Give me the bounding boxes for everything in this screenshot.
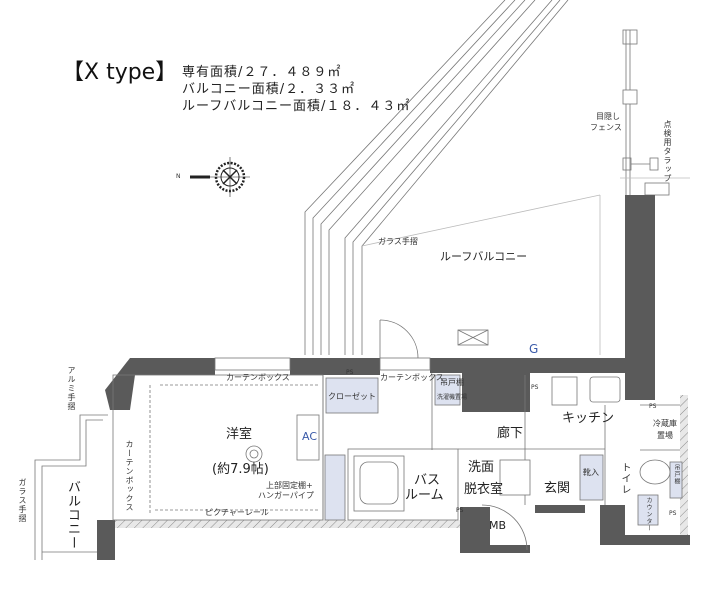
toilet-label: トイレ [619,462,630,495]
ps-label: PS [669,510,677,517]
wall-cabinet-label: 吊戸棚 [440,378,464,387]
kitchen-label: キッチン [562,411,615,426]
hallway-label: 廊下 [497,426,524,441]
shoe-box-label: 靴入 [583,468,599,477]
ps-label: PS [531,384,539,391]
glass-rail-label: ガラス手摺 [18,478,27,523]
curtain-box-label: カーテンボックス [380,373,444,382]
exclusive-area: 専有面積/２７．４８９㎡ [182,65,342,80]
aluminum-rail-label: アルミ手摺 [67,366,76,411]
type-title: 【X type】 [62,60,178,85]
roof-balcony-area: ルーフバルコニー面積/１８．４３㎡ [182,99,411,114]
fridge-space-label-2: 置場 [657,431,673,440]
exterior-wall [115,520,460,528]
ac-label: AC [302,430,318,443]
interior-partitions [112,374,680,521]
ps-label: PS [456,507,464,514]
compass-icon [190,157,250,197]
roof-balcony-label: ルーフバルコニー [440,250,528,263]
fixtures [245,319,683,551]
western-room-label: 洋室 [226,427,253,442]
screen-fence [620,29,690,196]
entrance-label: 玄関 [544,481,571,496]
washroom-label-2: 脱衣室 [464,482,504,497]
balcony-railing [34,414,108,560]
balcony-area: バルコニー面積/２．３３㎡ [182,82,356,97]
washer-space-label: 洗濯機置場 [437,394,468,401]
screen-fence-label-2: フェンス [590,123,622,132]
counter-label: カウンター [645,497,652,532]
north-label: N [176,173,181,180]
walls [97,195,690,560]
shelf-label: 上部固定棚+ [266,481,313,490]
western-room-size: (約7.9帖) [212,462,269,477]
wall-cabinet-label: 吊戸棚 [673,464,680,485]
mb-label: MB [489,519,507,532]
hanger-pipe-label: ハンガーパイプ [258,491,314,500]
bathroom-label: バス [414,473,441,488]
gas-meter-label: G [529,342,539,356]
ps-label: PS [346,369,354,376]
window [214,357,291,371]
curtain-box-label: カーテンボックス [226,373,290,382]
closet-label: クローゼット [328,392,376,401]
inspection-ladder-label: 点検用タラップ [663,120,672,183]
screen-fence-label: 目隠し [596,112,620,121]
roof-balcony-railing [304,0,601,355]
fridge-space-label: 冷蔵庫 [653,419,677,428]
glass-rail-label: ガラス手摺 [378,237,418,246]
exterior-wall [680,395,688,535]
picture-rail-label: ピクチャーレール [205,508,269,517]
washroom-label: 洗面 [468,460,495,475]
curtain-box-label: カーテンボックス [125,440,134,512]
balcony-label: バルコニー [65,480,80,550]
ps-label: PS [649,403,657,410]
bathroom-label-2: ルーム [405,488,444,503]
window [379,357,431,371]
